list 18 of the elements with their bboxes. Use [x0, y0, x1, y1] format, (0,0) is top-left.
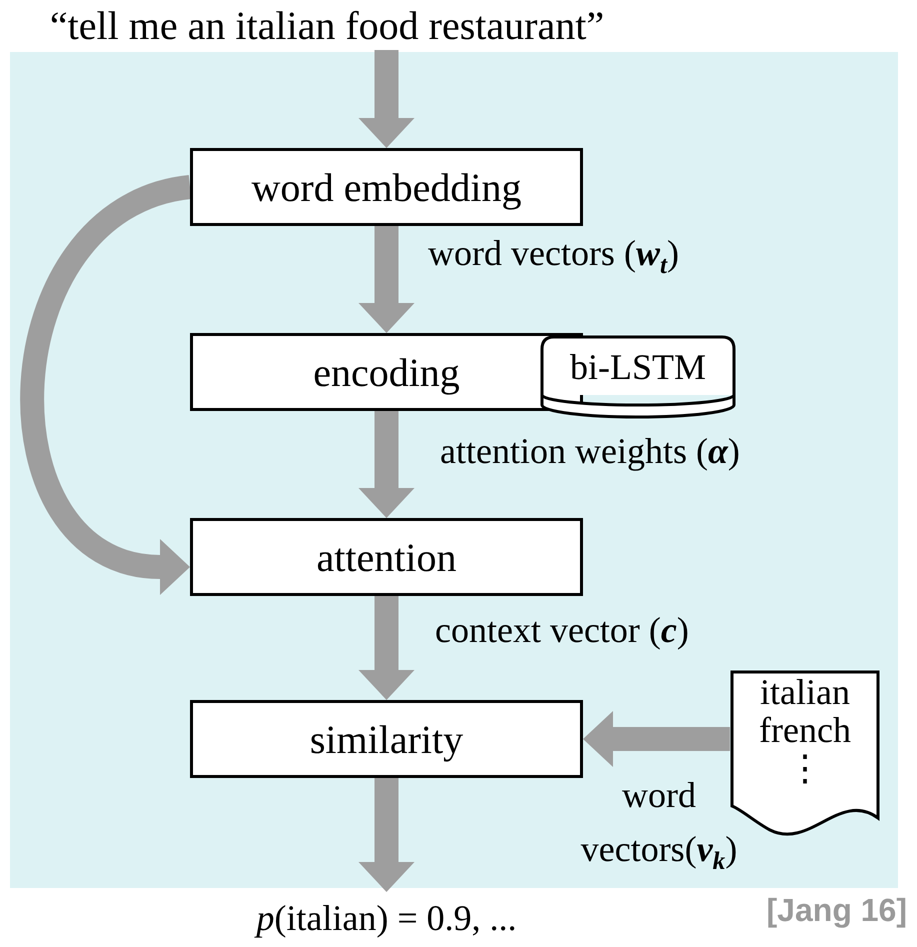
edge-label: context vector (c) [435, 609, 689, 652]
edge-label: word vectors (w$_{t}$) [428, 232, 679, 282]
arrow [583, 711, 730, 767]
citation-label: [Jang 16] [766, 892, 907, 929]
arrow [358, 411, 414, 518]
process-box: attention [190, 518, 583, 596]
arrow [358, 50, 414, 148]
arrow [358, 596, 414, 700]
process-box: word embedding [190, 148, 583, 226]
list-item-text: italian [760, 674, 850, 712]
process-box: similarity [190, 700, 583, 778]
arrow [358, 778, 414, 892]
list-item-text: french [759, 712, 851, 750]
list-item-text: ⋮ [787, 750, 823, 788]
input-text: “tell me an italian food restaurant” [50, 2, 604, 48]
output-text: p(italian) = 0.9, ... [256, 897, 517, 939]
edge-label: attention weights (α) [440, 430, 740, 473]
arrow [358, 226, 414, 333]
